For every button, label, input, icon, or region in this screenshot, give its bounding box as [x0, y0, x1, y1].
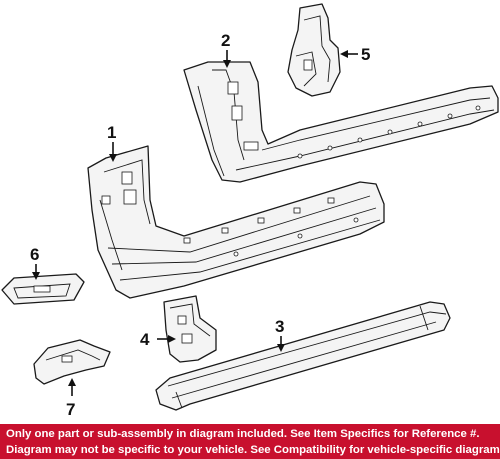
- callout-2: 2: [221, 31, 230, 50]
- disclaimer-line-1: Only one part or sub-assembly in diagram…: [6, 428, 480, 440]
- callout-1: 1: [107, 123, 116, 142]
- arrow-6: [32, 272, 40, 280]
- arrow-3: [277, 344, 285, 352]
- callout-4: 4: [140, 330, 150, 349]
- part-3-rocker-reinforcement: [155, 301, 451, 411]
- part-4-bracket: [163, 295, 217, 363]
- callout-6: 6: [30, 245, 39, 264]
- part-6-plate: [1, 273, 85, 305]
- parts-diagram: 1 2 3 4 5 6 7: [1, 3, 499, 419]
- arrow-2: [223, 60, 231, 68]
- arrow-4: [168, 335, 176, 343]
- arrow-7: [68, 378, 76, 386]
- callout-7: 7: [66, 400, 75, 419]
- callout-3: 3: [275, 317, 284, 336]
- part-2-rocker-panel: [183, 61, 499, 183]
- arrow-5: [340, 50, 348, 58]
- leader-lines: [32, 50, 358, 396]
- disclaimer-banner: Only one part or sub-assembly in diagram…: [0, 424, 500, 459]
- arrow-1: [109, 154, 117, 162]
- part-7-bracket: [33, 339, 111, 385]
- disclaimer-line-2: Diagram may not be specific to your vehi…: [6, 444, 500, 456]
- callout-5: 5: [361, 45, 370, 64]
- part-1-rocker-panel: [87, 145, 385, 299]
- part-5-pillar-bracket: [287, 3, 341, 97]
